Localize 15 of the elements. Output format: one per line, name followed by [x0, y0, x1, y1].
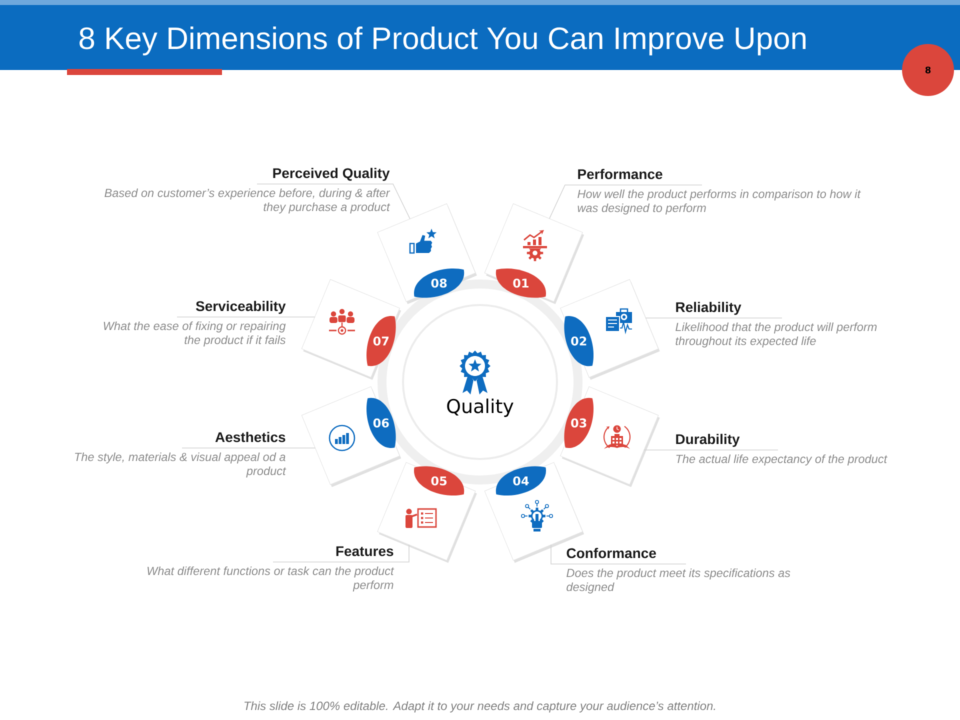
dimension-text: Reliability Likelihood that the product will perform throughout its expected life — [676, 302, 877, 348]
leader-line — [176, 316, 316, 318]
leader-line — [549, 184, 702, 220]
page-number: 8 — [902, 44, 954, 96]
dimension-text: Conformance Does the product meet its specifications as designed — [566, 548, 790, 594]
leader-line — [256, 184, 410, 220]
dimension-text: Perceived Quality Based on customer’s experience before, during & after they purchase a product — [104, 168, 390, 214]
footer-note: This slide is 100% editable. Adapt it to your needs and capture your audience’s attention. — [244, 701, 716, 712]
dimension-text: Serviceability What the ease of fixing or repairing the product if it fails — [104, 300, 286, 346]
dimension-text: Aesthetics The style, materials & visual appeal od a product — [75, 432, 286, 478]
leader-line — [550, 544, 686, 564]
dimension-text: Performance How well the product performs in comparison to how it was designed to perform — [578, 168, 861, 214]
dimension-text: Durability The actual life expectancy of the product — [676, 434, 888, 466]
dimension-text: Features What different functions or task can the product perform — [148, 546, 394, 592]
leader-line — [272, 544, 410, 562]
